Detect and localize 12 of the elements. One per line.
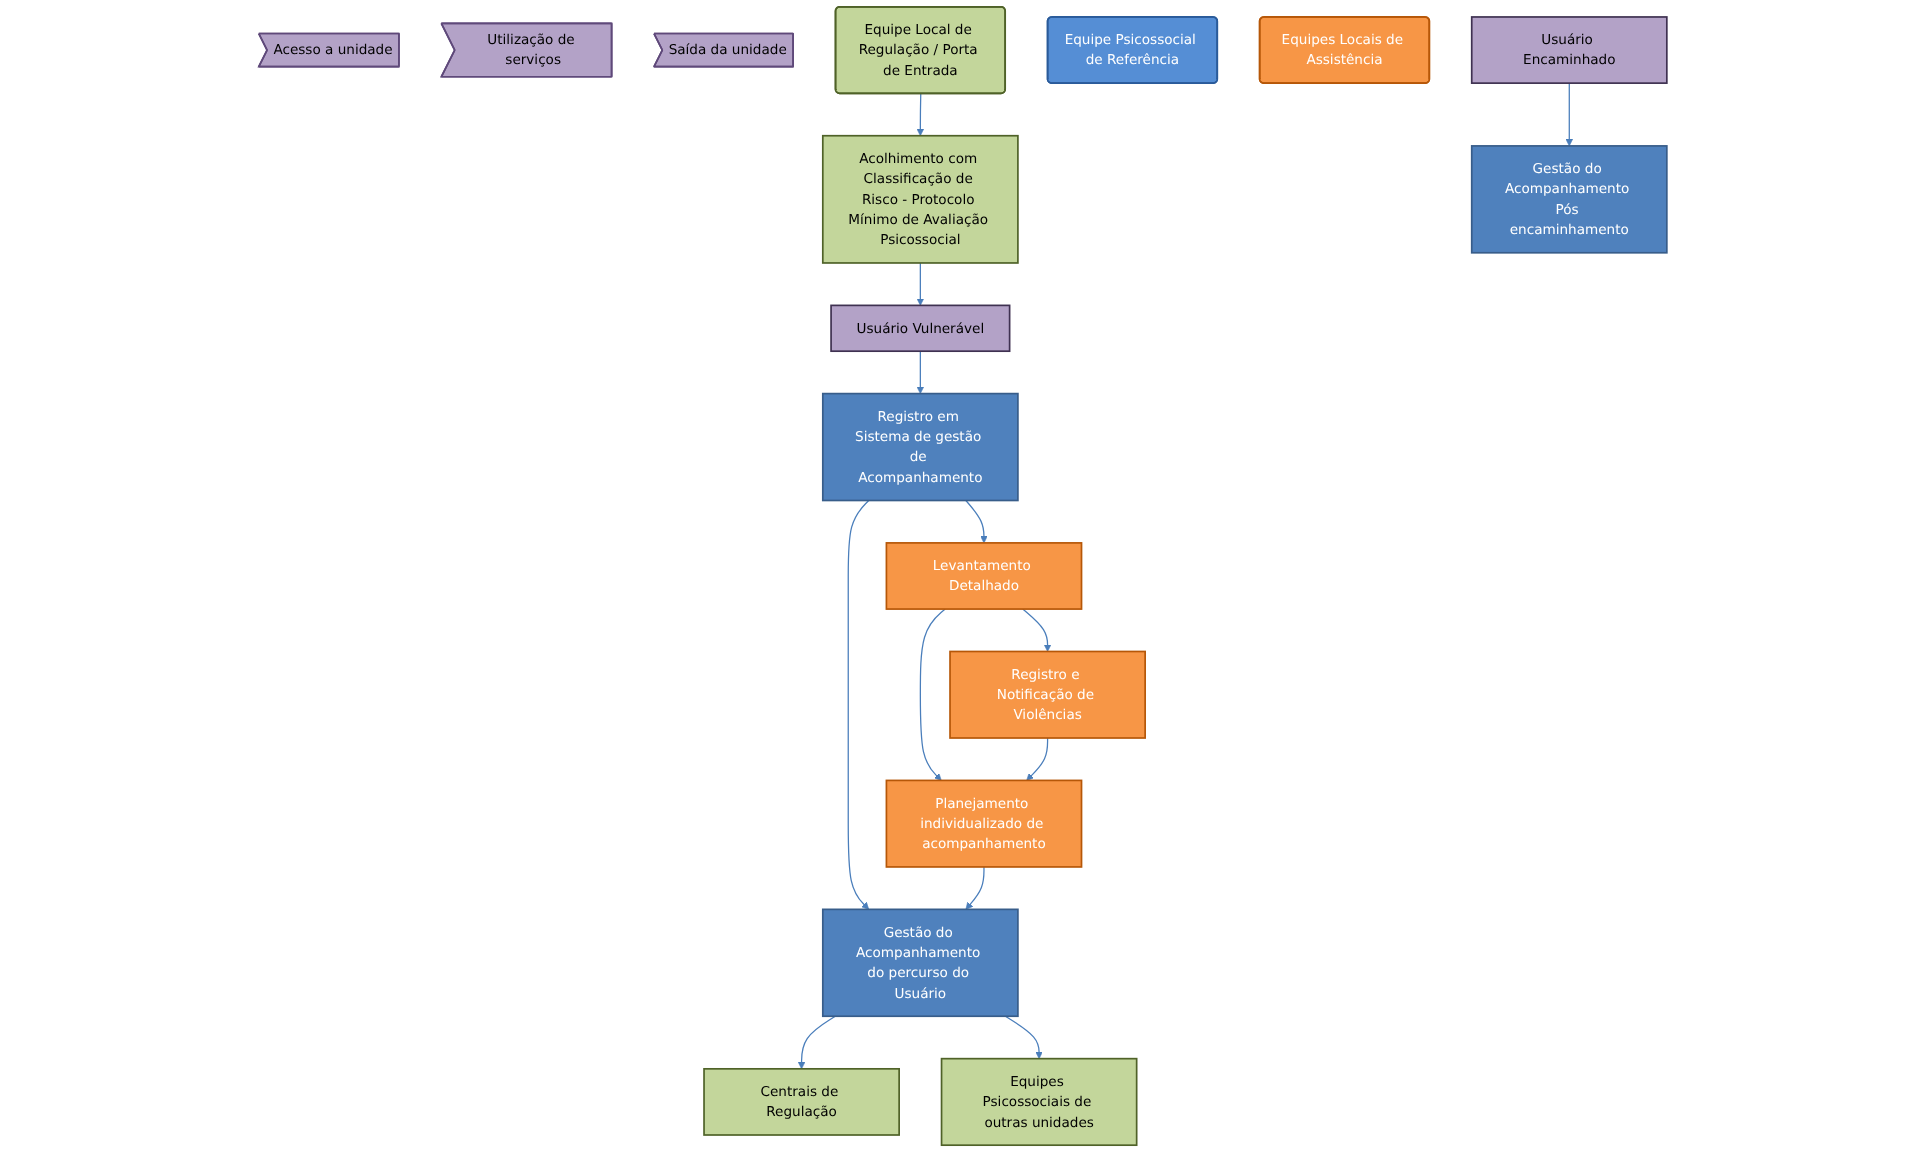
- arrow: [1565, 82, 1574, 147]
- arrow: [847, 499, 870, 910]
- arrow: [965, 499, 988, 544]
- arrow: [1004, 1015, 1043, 1059]
- arrow: [1026, 737, 1049, 781]
- arrow: [916, 262, 925, 306]
- arrow: [916, 350, 925, 394]
- arrow: [919, 608, 946, 781]
- arrow: [798, 1015, 837, 1070]
- arrow: [965, 866, 985, 910]
- arrow: [916, 93, 925, 137]
- arrow: [1022, 608, 1052, 652]
